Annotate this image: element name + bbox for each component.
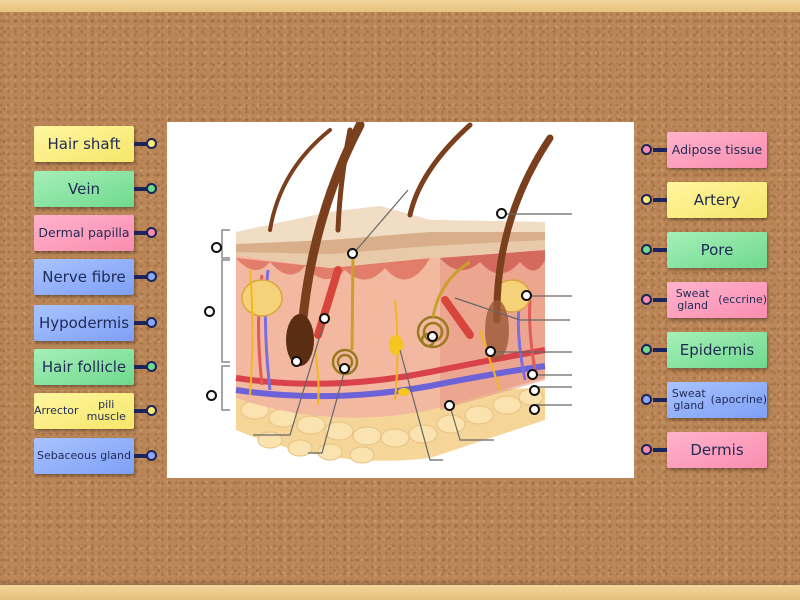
connector-handle[interactable] <box>641 244 667 256</box>
label-tile-arrector-pili-muscle[interactable]: Arrector pili muscle <box>34 393 134 429</box>
drop-target-circle[interactable] <box>206 390 217 401</box>
corkboard-frame-bottom <box>0 585 800 600</box>
connector-dot-icon[interactable] <box>641 444 652 455</box>
corkboard-frame-top <box>0 0 800 13</box>
label-text: Dermal papilla <box>38 225 130 241</box>
label-text: (apocrine) <box>710 392 767 406</box>
label-tile-hair-shaft[interactable]: Hair shaft <box>34 126 134 162</box>
label-tile-pore[interactable]: Pore <box>667 232 767 268</box>
drop-target-circle[interactable] <box>527 369 538 380</box>
label-text: Epidermis <box>679 340 755 359</box>
connector-dot-icon[interactable] <box>146 227 157 238</box>
label-tile-dermal-papilla[interactable]: Dermal papilla <box>34 215 134 251</box>
connector-handle[interactable] <box>641 344 667 356</box>
label-tile-sweat-gland-eccrine[interactable]: Sweat gland (eccrine) <box>667 282 767 318</box>
connector-dot-icon[interactable] <box>641 344 652 355</box>
connector-dot-icon[interactable] <box>146 450 157 461</box>
label-text: Adipose tissue <box>671 142 763 158</box>
connector-line <box>134 187 148 191</box>
label-text: (eccrine) <box>718 292 767 306</box>
connector-line <box>653 448 667 452</box>
connector-line <box>653 348 667 352</box>
connector-line <box>134 454 148 458</box>
label-text: Artery <box>693 190 741 209</box>
label-text: Sweat gland <box>675 286 710 312</box>
label-text: Hypodermis <box>38 313 130 332</box>
label-text: Arrector <box>34 403 79 417</box>
connector-dot-icon[interactable] <box>641 144 652 155</box>
connector-handle[interactable] <box>134 450 160 462</box>
connector-dot-icon[interactable] <box>146 405 157 416</box>
connector-line <box>653 248 667 252</box>
connector-dot-icon[interactable] <box>146 138 157 149</box>
drop-target-circle[interactable] <box>319 313 330 324</box>
connector-handle[interactable] <box>134 361 160 373</box>
drop-target-circle[interactable] <box>291 356 302 367</box>
label-tile-artery[interactable]: Artery <box>667 182 767 218</box>
connector-handle[interactable] <box>134 271 160 283</box>
connector-line <box>134 275 148 279</box>
label-text: Hair follicle <box>41 357 127 376</box>
label-text: Pore <box>700 240 734 259</box>
drop-target-circle[interactable] <box>211 242 222 253</box>
label-tile-hair-follicle[interactable]: Hair follicle <box>34 349 134 385</box>
connector-line <box>134 321 148 325</box>
connector-dot-icon[interactable] <box>641 394 652 405</box>
drop-target-circle[interactable] <box>485 346 496 357</box>
connector-line <box>653 298 667 302</box>
connector-line <box>134 231 148 235</box>
label-tile-dermis[interactable]: Dermis <box>667 432 767 468</box>
drop-target-circle[interactable] <box>427 331 438 342</box>
drop-target-circle[interactable] <box>521 290 532 301</box>
drop-target-circle[interactable] <box>339 363 350 374</box>
connector-line <box>653 198 667 202</box>
connector-dot-icon[interactable] <box>641 244 652 255</box>
connector-dot-icon[interactable] <box>641 194 652 205</box>
label-tile-nerve-fibre[interactable]: Nerve fibre <box>34 259 134 295</box>
label-tile-sebaceous-gland[interactable]: Sebaceous gland <box>34 438 134 474</box>
skin-diagram <box>167 122 634 478</box>
label-text: Hair shaft <box>47 134 121 153</box>
connector-handle[interactable] <box>134 317 160 329</box>
label-tile-sweat-gland-apocrine[interactable]: Sweat gland (apocrine) <box>667 382 767 418</box>
connector-dot-icon[interactable] <box>146 317 157 328</box>
connector-line <box>653 398 667 402</box>
connector-handle[interactable] <box>134 138 160 150</box>
label-tile-adipose-tissue[interactable]: Adipose tissue <box>667 132 767 168</box>
drop-target-circle[interactable] <box>529 404 540 415</box>
connector-handle[interactable] <box>641 194 667 206</box>
connector-handle[interactable] <box>641 444 667 456</box>
label-text: Dermis <box>690 440 744 459</box>
drop-target-circle[interactable] <box>444 400 455 411</box>
drop-target-circle[interactable] <box>347 248 358 259</box>
connector-line <box>653 148 667 152</box>
connector-dot-icon[interactable] <box>641 294 652 305</box>
connector-line <box>134 409 148 413</box>
connector-line <box>134 365 148 369</box>
label-text: Sweat gland <box>671 386 706 412</box>
label-tile-vein[interactable]: Vein <box>34 171 134 207</box>
connector-dot-icon[interactable] <box>146 361 157 372</box>
connector-handle[interactable] <box>134 405 160 417</box>
label-text: Nerve fibre <box>42 267 126 286</box>
drop-target-circle[interactable] <box>496 208 507 219</box>
label-tile-epidermis[interactable]: Epidermis <box>667 332 767 368</box>
connector-line <box>134 142 148 146</box>
label-text: pili muscle <box>86 397 126 423</box>
label-text: Vein <box>68 179 100 198</box>
connector-handle[interactable] <box>134 227 160 239</box>
connector-handle[interactable] <box>641 144 667 156</box>
drop-target-circle[interactable] <box>204 306 215 317</box>
connector-dot-icon[interactable] <box>146 271 157 282</box>
connector-dot-icon[interactable] <box>146 183 157 194</box>
label-text: Sebaceous gland <box>37 448 131 462</box>
connector-handle[interactable] <box>641 394 667 406</box>
label-tile-hypodermis[interactable]: Hypodermis <box>34 305 134 341</box>
drop-target-circle[interactable] <box>529 385 540 396</box>
connector-handle[interactable] <box>641 294 667 306</box>
connector-handle[interactable] <box>134 183 160 195</box>
